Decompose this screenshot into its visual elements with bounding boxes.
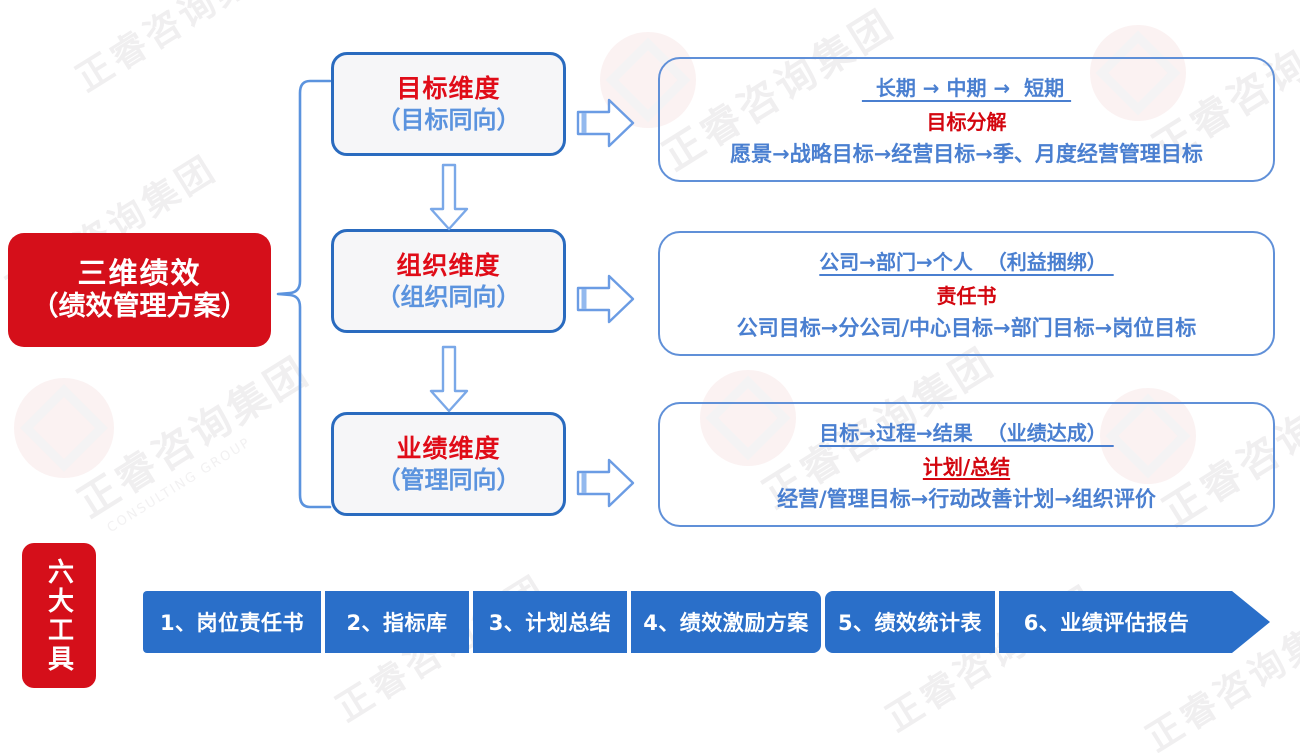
curly-bracket-connector	[276, 79, 332, 509]
right-block-arrow-icon	[576, 98, 635, 148]
panel-line-bottom: 公司目标→分公司/中心目标→部门目标→岗位目标	[736, 315, 1197, 340]
dimension-box-performance[interactable]: 业绩维度 （管理同向）	[331, 412, 566, 516]
watermark-ring-icon	[14, 378, 114, 478]
down-arrow-icon	[429, 345, 469, 413]
master-title-line2: （绩效管理方案）	[31, 291, 248, 323]
panel-line-mid: 计划/总结	[922, 454, 1011, 479]
detail-panel-goal[interactable]: 长期 → 中期 → 短期 目标分解 愿景→战略目标→经营目标→季、月度经营管理目…	[658, 57, 1275, 182]
panel-line-mid: 责任书	[936, 283, 997, 308]
tool-button-4[interactable]: 4、绩效激励方案	[631, 591, 821, 653]
panel-line-bottom: 愿景→战略目标→经营目标→季、月度经营管理目标	[730, 141, 1203, 166]
right-block-arrow-icon	[576, 274, 635, 324]
tool-button-2[interactable]: 2、指标库	[325, 591, 469, 653]
detail-panel-organization[interactable]: 公司→部门→个人 （利益捆绑） 责任书 公司目标→分公司/中心目标→部门目标→岗…	[658, 231, 1275, 356]
right-block-arrow-icon	[576, 458, 635, 508]
dimension-title: 组织维度	[396, 251, 501, 281]
panel-line-top: 公司→部门→个人 （利益捆绑）	[819, 249, 1114, 274]
dimension-subtitle: （目标同向）	[376, 105, 521, 134]
dimension-subtitle: （组织同向）	[376, 282, 521, 311]
six-tools-label: 六大工具	[22, 543, 96, 688]
master-title-line1: 三维绩效	[77, 255, 202, 290]
tool-button-5[interactable]: 5、绩效统计表	[825, 591, 995, 653]
tool-button-1[interactable]: 1、岗位责任书	[143, 591, 321, 653]
tools-toolbar: 1、岗位责任书 2、指标库 3、计划总结 4、绩效激励方案 5、绩效统计表 6、…	[143, 591, 1270, 653]
dimension-box-goal[interactable]: 目标维度 （目标同向）	[331, 52, 566, 156]
panel-line-bottom: 经营/管理目标→行动改善计划→组织评价	[777, 486, 1156, 511]
dimension-title: 业绩维度	[396, 434, 501, 464]
tool-button-3[interactable]: 3、计划总结	[473, 591, 627, 653]
detail-panel-performance[interactable]: 目标→过程→结果 （业绩达成） 计划/总结 经营/管理目标→行动改善计划→组织评…	[658, 402, 1275, 527]
down-arrow-icon	[429, 163, 469, 231]
dimension-subtitle: （管理同向）	[376, 465, 521, 494]
panel-line-top: 目标→过程→结果 （业绩达成）	[819, 420, 1114, 445]
panel-line-mid: 目标分解	[926, 109, 1007, 134]
dimension-title: 目标维度	[396, 74, 501, 104]
watermark-subtext: CONSULTING GROUP	[104, 434, 254, 537]
panel-line-top: 长期 → 中期 → 短期	[861, 75, 1072, 100]
watermark-text: 正睿咨询集团	[69, 0, 295, 100]
master-concept-box[interactable]: 三维绩效 （绩效管理方案）	[8, 233, 271, 347]
dimension-box-organization[interactable]: 组织维度 （组织同向）	[331, 229, 566, 333]
watermark-diamond-icon	[20, 384, 108, 472]
tool-button-6[interactable]: 6、业绩评估报告	[999, 591, 1270, 653]
